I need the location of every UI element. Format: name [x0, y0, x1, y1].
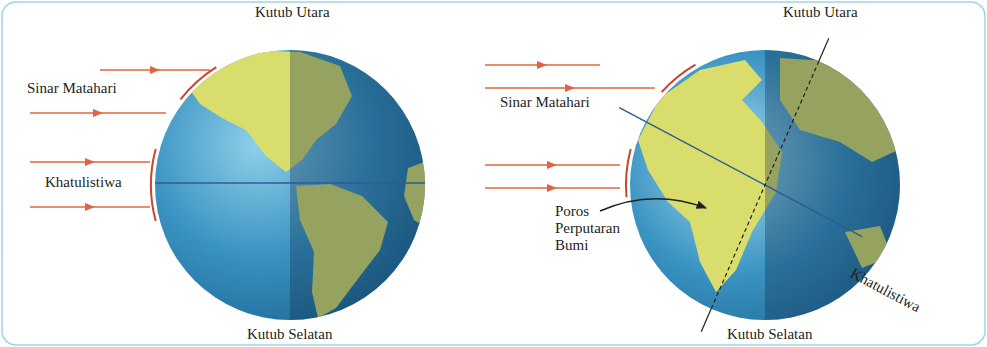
- night-side: [290, 40, 430, 330]
- sun-ray: [485, 164, 620, 166]
- sun-rays-right: [485, 65, 655, 188]
- land: [638, 60, 782, 292]
- sun-ray: [30, 161, 150, 163]
- rotation-axis: [711, 61, 819, 309]
- pointer-arrow: [600, 199, 706, 211]
- label-text: Poros Perputaran Bumi: [555, 203, 630, 254]
- sun-ray: [485, 64, 600, 66]
- label-text: Sinar Matahari: [27, 80, 117, 97]
- label-text: Sinar Matahari: [500, 94, 590, 111]
- sun-ray: [485, 87, 655, 89]
- label-text: Khatulistiwa: [45, 174, 122, 191]
- globe-left: [151, 40, 430, 330]
- sun-ray: [100, 69, 210, 71]
- sun-ray: [30, 206, 150, 208]
- sunlit-arc: [151, 149, 156, 221]
- sunlit-arc: [626, 149, 631, 197]
- equator-line: [155, 182, 425, 184]
- label-text: Kutub Utara: [783, 4, 858, 21]
- label-text: Kutub Selatan: [727, 326, 812, 343]
- sun-ray: [485, 187, 620, 189]
- rotation-axis: [819, 38, 829, 61]
- label-text: Kutub Utara: [255, 4, 330, 21]
- globe-right: [600, 38, 905, 331]
- equator-line: [619, 108, 862, 237]
- sunlit-arc: [662, 65, 696, 92]
- label-text: Kutub Selatan: [247, 326, 332, 343]
- rotation-axis: [701, 309, 711, 332]
- sun-ray: [30, 112, 166, 114]
- label-text: Khatulistiwa: [847, 265, 923, 316]
- sunlit-arc: [181, 67, 217, 99]
